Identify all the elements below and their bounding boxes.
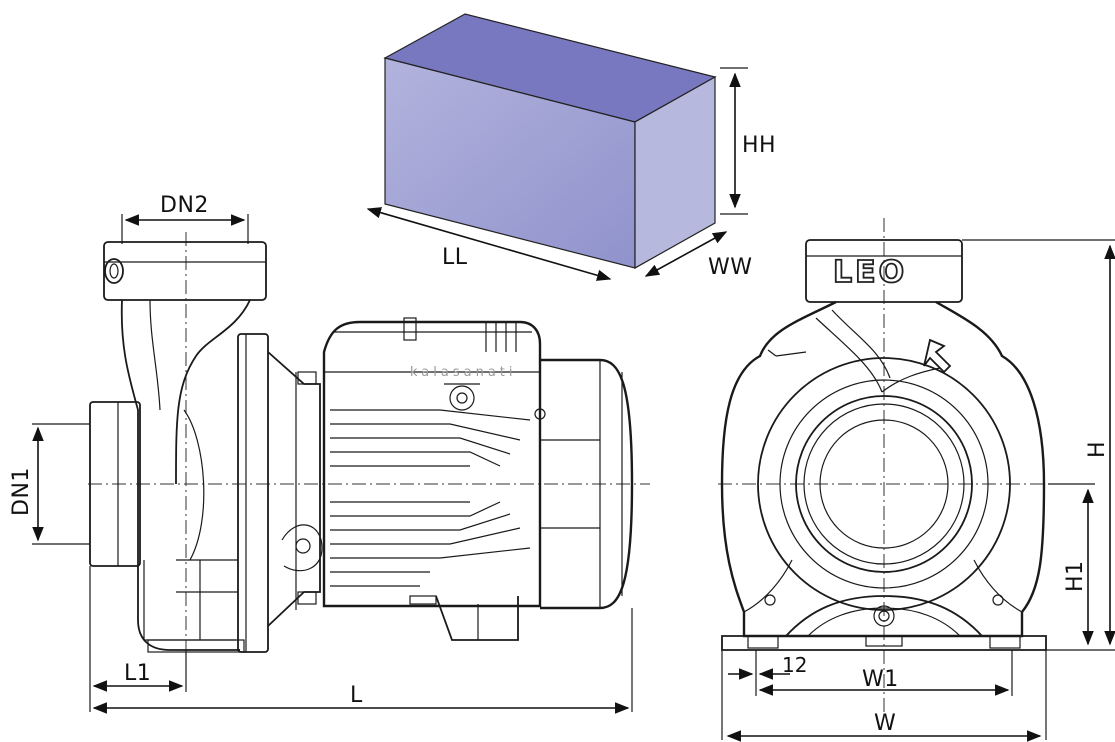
box-side-face bbox=[634, 75, 716, 270]
brand-logo: LEO bbox=[833, 255, 907, 290]
box-dimensions: HH LL WW bbox=[366, 67, 776, 281]
dim-label-hh: HH bbox=[742, 133, 776, 158]
dim-label-l: L bbox=[350, 683, 363, 708]
pump-side-view bbox=[88, 232, 650, 680]
dim-label-l1: L1 bbox=[124, 661, 151, 686]
dim-label-dn1: DN1 bbox=[9, 467, 34, 516]
side-view-dimensions: DN2 DN1 L1 L bbox=[9, 193, 633, 714]
dim-label-ll: LL bbox=[442, 245, 468, 270]
dim-label-h1: H1 bbox=[1063, 560, 1088, 592]
dim-label-ww: WW bbox=[708, 255, 753, 280]
front-view-dimensions: H H1 12 W1 W bbox=[721, 239, 1115, 742]
dim-label-dn2: DN2 bbox=[160, 193, 209, 218]
dim-label-foot-edge: 12 bbox=[782, 653, 807, 677]
dim-label-h: H bbox=[1085, 441, 1110, 458]
pump-front-view: LEO bbox=[718, 218, 1048, 720]
watermark: kalasanati bbox=[410, 365, 517, 380]
dim-label-w: W bbox=[874, 711, 896, 736]
dim-label-w1: W1 bbox=[862, 667, 899, 692]
motor-cooling-fins bbox=[330, 409, 600, 587]
packing-box bbox=[383, 13, 717, 270]
